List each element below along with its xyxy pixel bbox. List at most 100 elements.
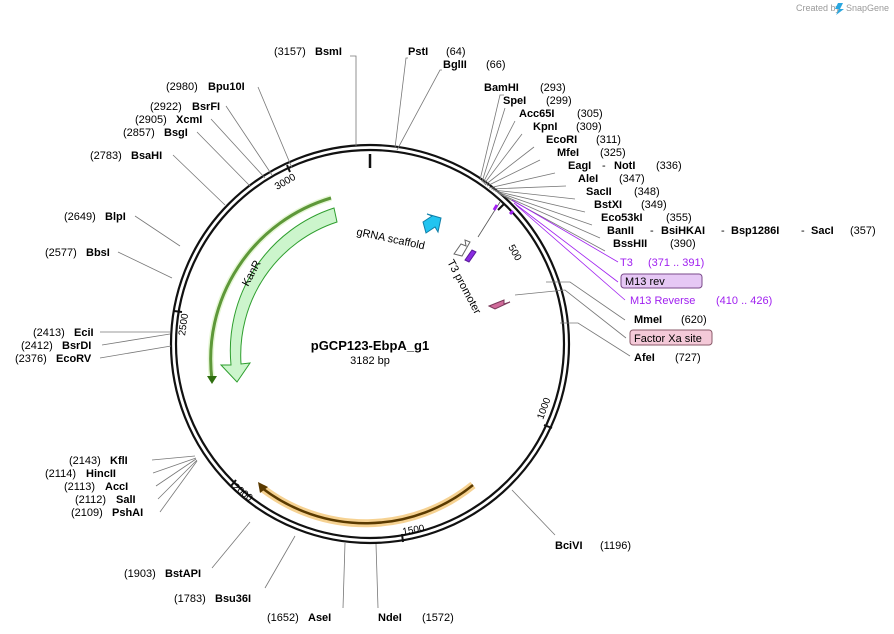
snapgene-credit: Created by SnapGene — [796, 3, 889, 15]
leader-bcivi — [511, 489, 556, 536]
leader-bbsi — [117, 251, 173, 279]
site-spei: SpeI — [503, 95, 526, 107]
tick-2500 — [173, 310, 183, 313]
site-mfei: MfeI — [557, 147, 579, 159]
site-bsgi: BsgI — [164, 127, 188, 139]
tick-3000 — [286, 164, 291, 173]
factor-xa-box — [629, 329, 713, 346]
leader-blpi — [134, 215, 181, 247]
kanr-orf-halo — [207, 195, 332, 381]
site-bglii: BglII — [443, 59, 467, 71]
site-ecii: EciI — [74, 327, 94, 339]
leader-xcmi — [210, 118, 266, 179]
factor-xa-label: Factor Xa site — [634, 333, 702, 345]
leader-bstapi — [211, 521, 251, 569]
site-afei-pos: (727) — [675, 352, 701, 364]
site-asei: AseI — [308, 612, 331, 624]
plasmid-name: pGCP123-EbpA_g1 — [311, 338, 429, 353]
site-acc65i-pos: (305) — [577, 108, 603, 120]
leader-afei — [560, 322, 631, 357]
site-dash-3: - — [721, 225, 725, 237]
site-mmei-pos: (620) — [681, 314, 707, 326]
site-bglii-pos: (66) — [486, 59, 506, 71]
m13-rev-box — [620, 273, 703, 289]
site-bsrdi-pos: (2412) — [21, 340, 53, 352]
leader-bsahi — [172, 154, 226, 206]
grna-scaffold-label: gRNA scaffold — [355, 226, 425, 252]
site-sali: SalI — [116, 494, 136, 506]
site-sali-pos: (2112) — [75, 494, 106, 506]
kanr-arrow — [219, 207, 338, 383]
leader-kpni — [483, 133, 523, 185]
leader-bglii — [396, 69, 442, 151]
tick-label-1500: 1500 — [402, 523, 426, 538]
site-dash-2: - — [650, 225, 654, 237]
leader-bstxi — [494, 190, 586, 213]
primer-m13reverse-range: (410 .. 426) — [716, 295, 772, 307]
leader-sacii — [492, 189, 576, 200]
left-labels: (3157) BsmI (2980) Bpu10I (2922) BsrFI (… — [15, 46, 342, 624]
site-kfli: KflI — [110, 455, 128, 467]
site-ecorv-pos: (2376) — [15, 353, 47, 365]
orange-orf — [258, 481, 476, 528]
site-kfli-pos: (2143) — [69, 455, 101, 467]
site-eagi-pos: (336) — [656, 160, 682, 172]
m13-primer-icon — [487, 299, 511, 310]
leader-bsrdi — [101, 333, 171, 346]
site-sacii: SacII — [586, 186, 612, 198]
site-alei: AleI — [578, 173, 598, 185]
leader-acc65i — [482, 120, 516, 184]
site-bsmi-pos: (3157) — [274, 46, 306, 58]
site-eagi: EagI — [568, 160, 591, 172]
site-bsshii-pos: (390) — [670, 238, 696, 250]
site-ecorv: EcoRV — [56, 353, 92, 365]
leader-pshai — [159, 460, 198, 513]
site-ndei-pos: (1572) — [422, 612, 454, 624]
site-ecii-pos: (2413) — [33, 327, 65, 339]
site-hincii-pos: (2114) — [45, 468, 76, 480]
leader-kfli — [151, 455, 196, 461]
site-asei-pos: (1652) — [267, 612, 299, 624]
site-bcivi-pos: (1196) — [600, 540, 631, 552]
leader-acci — [155, 458, 197, 487]
site-bbsi-pos: (2577) — [45, 247, 77, 259]
site-afei: AfeI — [634, 352, 655, 364]
site-kpni-pos: (309) — [576, 121, 602, 133]
leader-mmei — [546, 281, 626, 321]
site-bsgi-pos: (2857) — [123, 127, 155, 139]
site-blpi: BlpI — [105, 211, 126, 223]
kanr-orf-line — [209, 196, 332, 381]
leader-alei — [490, 185, 567, 190]
leader-bsgi — [196, 131, 251, 187]
site-dash-4: - — [801, 225, 805, 237]
tick-label-1000: 1000 — [535, 396, 553, 421]
site-bsahi-pos: (2783) — [90, 150, 122, 162]
leader-sali — [157, 459, 198, 500]
site-banii: BanII — [607, 225, 634, 237]
site-pshai: PshAI — [112, 507, 143, 519]
site-alei-pos: (347) — [619, 173, 645, 185]
t3-promoter-label: T3 promoter — [444, 258, 483, 317]
tick-label-2000: 2000 — [230, 482, 255, 505]
site-bcivi: BciVI — [555, 540, 583, 552]
primer-t3: T3 — [620, 257, 633, 269]
purple-mark-1 — [492, 204, 499, 211]
tick-1500 — [401, 533, 404, 543]
site-bsu36i: Bsu36I — [215, 593, 251, 605]
plasmid-size: 3182 bp — [350, 355, 390, 367]
site-bsmi: BsmI — [315, 46, 342, 58]
leader-m13rev — [513, 202, 619, 283]
promoter-arrow-icon — [453, 239, 471, 257]
leader-t3 — [511, 199, 619, 263]
leader-asei — [342, 542, 346, 609]
snapgene-logo-icon — [835, 3, 844, 15]
orange-orf-line — [261, 484, 474, 525]
tick-1000 — [543, 424, 553, 429]
site-bsrfi: BsrFI — [192, 101, 220, 113]
right-labels: PstI (64) BglII (66) BamHI (293) SpeI (2… — [378, 46, 876, 624]
site-psti-pos: (64) — [446, 46, 466, 58]
site-kpni: KpnI — [533, 121, 557, 133]
tick-label-500: 500 — [505, 243, 523, 263]
leader-ndei — [375, 543, 379, 609]
backbone-inner — [174, 148, 566, 540]
